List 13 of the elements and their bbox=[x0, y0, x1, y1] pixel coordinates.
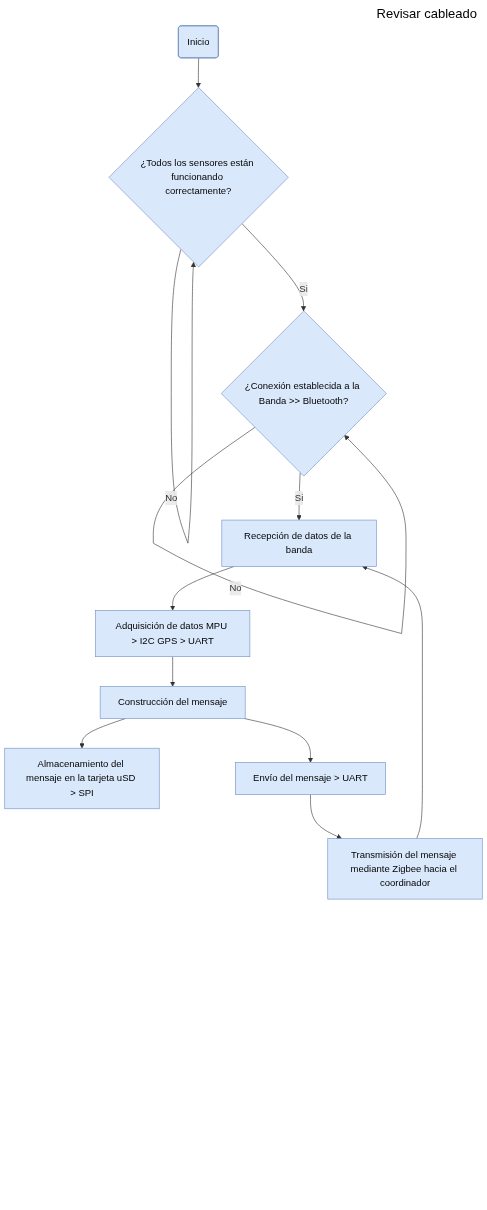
note-text: Revisar cableado bbox=[376, 6, 477, 21]
edge-label: No bbox=[165, 492, 178, 503]
node-box: Adquisición de datos MPU > I2C GPS > UART bbox=[95, 610, 251, 657]
edge-label: No bbox=[229, 583, 242, 594]
node-box: Construcción del mensaje bbox=[99, 686, 246, 719]
node-box: Transmisión del mensaje mediante Zigbee hacia el coordinador bbox=[327, 838, 483, 900]
edge-label: Si bbox=[299, 283, 308, 294]
node-diamond: ¿Todos los sensores están funcionando correctamente? bbox=[108, 87, 289, 268]
node-box: Recepción de datos de la banda bbox=[221, 519, 377, 567]
node-box: Envío del mensaje > UART bbox=[235, 762, 386, 795]
node-diamond: ¿Conexión establecida a la Banda >> Bluetooth? bbox=[220, 310, 387, 477]
node-box: Almacenamiento del mensaje en la tarjeta uSD > SPI bbox=[4, 747, 160, 810]
edge-label: Si bbox=[294, 492, 304, 503]
